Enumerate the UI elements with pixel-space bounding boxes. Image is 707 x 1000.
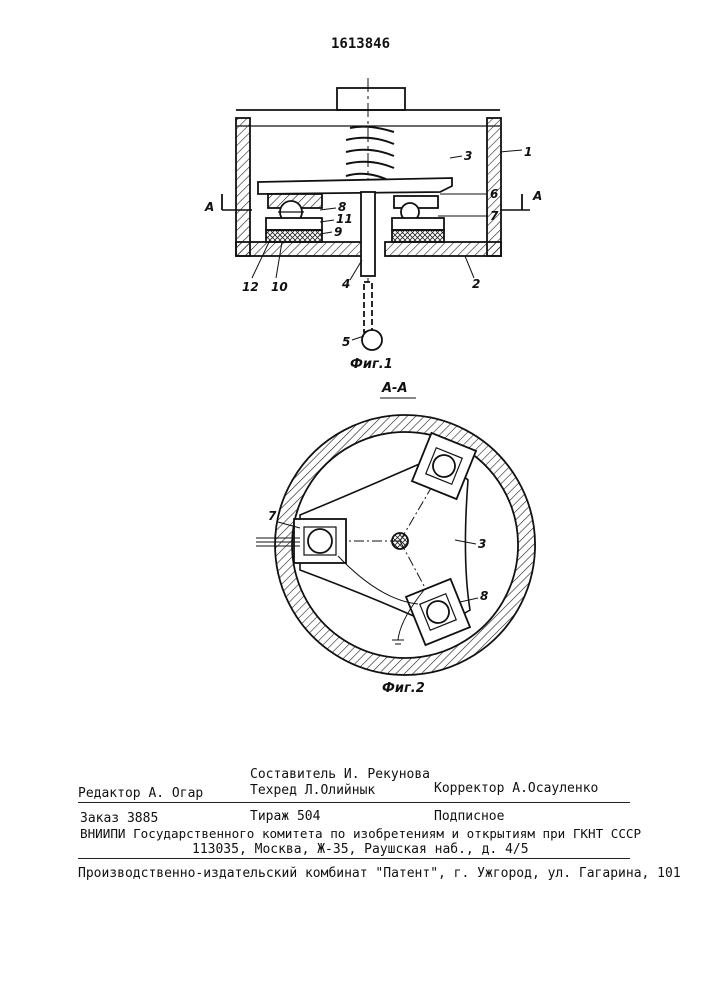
- rod-4: [361, 192, 375, 276]
- fig2-label-3: 3: [478, 537, 486, 551]
- right-crosshatch: [392, 230, 444, 242]
- compiler-line: Составитель И. Рекунова: [250, 767, 430, 783]
- top-knob: [337, 88, 405, 110]
- label-2: 2: [472, 277, 480, 291]
- fig2-drawing: [256, 415, 535, 675]
- label-6: 6: [490, 187, 498, 201]
- editor-line: Редактор А. Огар: [78, 786, 203, 802]
- bottom-plate-right: [385, 242, 501, 256]
- publisher-line: Производственно-издательский комбинат "П…: [78, 866, 681, 882]
- left-lower-block: [266, 218, 322, 230]
- probe-ball-5: [362, 330, 382, 350]
- housing-left-wall: [236, 118, 250, 256]
- section-mark-left: A: [204, 200, 214, 214]
- fig2-label-8: 8: [480, 589, 488, 603]
- fig2-caption: Фиг.2: [382, 681, 425, 696]
- plate-3: [258, 178, 452, 194]
- fig1-caption: Фиг.1: [350, 357, 393, 372]
- label-1: 1: [524, 145, 532, 159]
- fig1-drawing: [222, 78, 530, 350]
- label-3: 3: [464, 149, 472, 163]
- circulation-line: Тираж 504: [250, 809, 320, 825]
- techred-line: Техред Л.Олийнык: [250, 783, 375, 799]
- footer-rule-1: [78, 802, 630, 803]
- bottom-plate-left: [236, 242, 366, 256]
- institute-line: ВНИИПИ Государственного комитета по изоб…: [80, 826, 641, 842]
- section-mark-right: A: [532, 189, 542, 203]
- technical-drawing: 1 3 6 7 8 11 9 12 10 4 2 5 A A Фиг.1 A-A: [0, 0, 707, 700]
- fig2-label-7: 7: [268, 509, 277, 523]
- label-5: 5: [342, 335, 350, 349]
- footer-rule-2: [78, 858, 630, 859]
- label-10: 10: [271, 280, 288, 294]
- left-crosshatch-9: [266, 230, 322, 242]
- label-11: 11: [336, 212, 353, 226]
- spring: [346, 127, 394, 180]
- label-12: 12: [242, 280, 259, 294]
- probe-shaft: [364, 282, 372, 332]
- order-line: Заказ 3885: [80, 811, 158, 827]
- address-line: 113035, Москва, Ж-35, Раушская наб., д. …: [192, 842, 529, 858]
- right-lower-block: [392, 218, 444, 230]
- label-9: 9: [334, 225, 342, 239]
- label-4: 4: [341, 277, 350, 291]
- label-7: 7: [490, 209, 499, 223]
- subscription-line: Подписное: [434, 809, 504, 825]
- center-pivot: [392, 533, 408, 549]
- corrector-line: Корректор А.Осауленко: [434, 781, 598, 797]
- fig2-section-title: A-A: [381, 381, 408, 396]
